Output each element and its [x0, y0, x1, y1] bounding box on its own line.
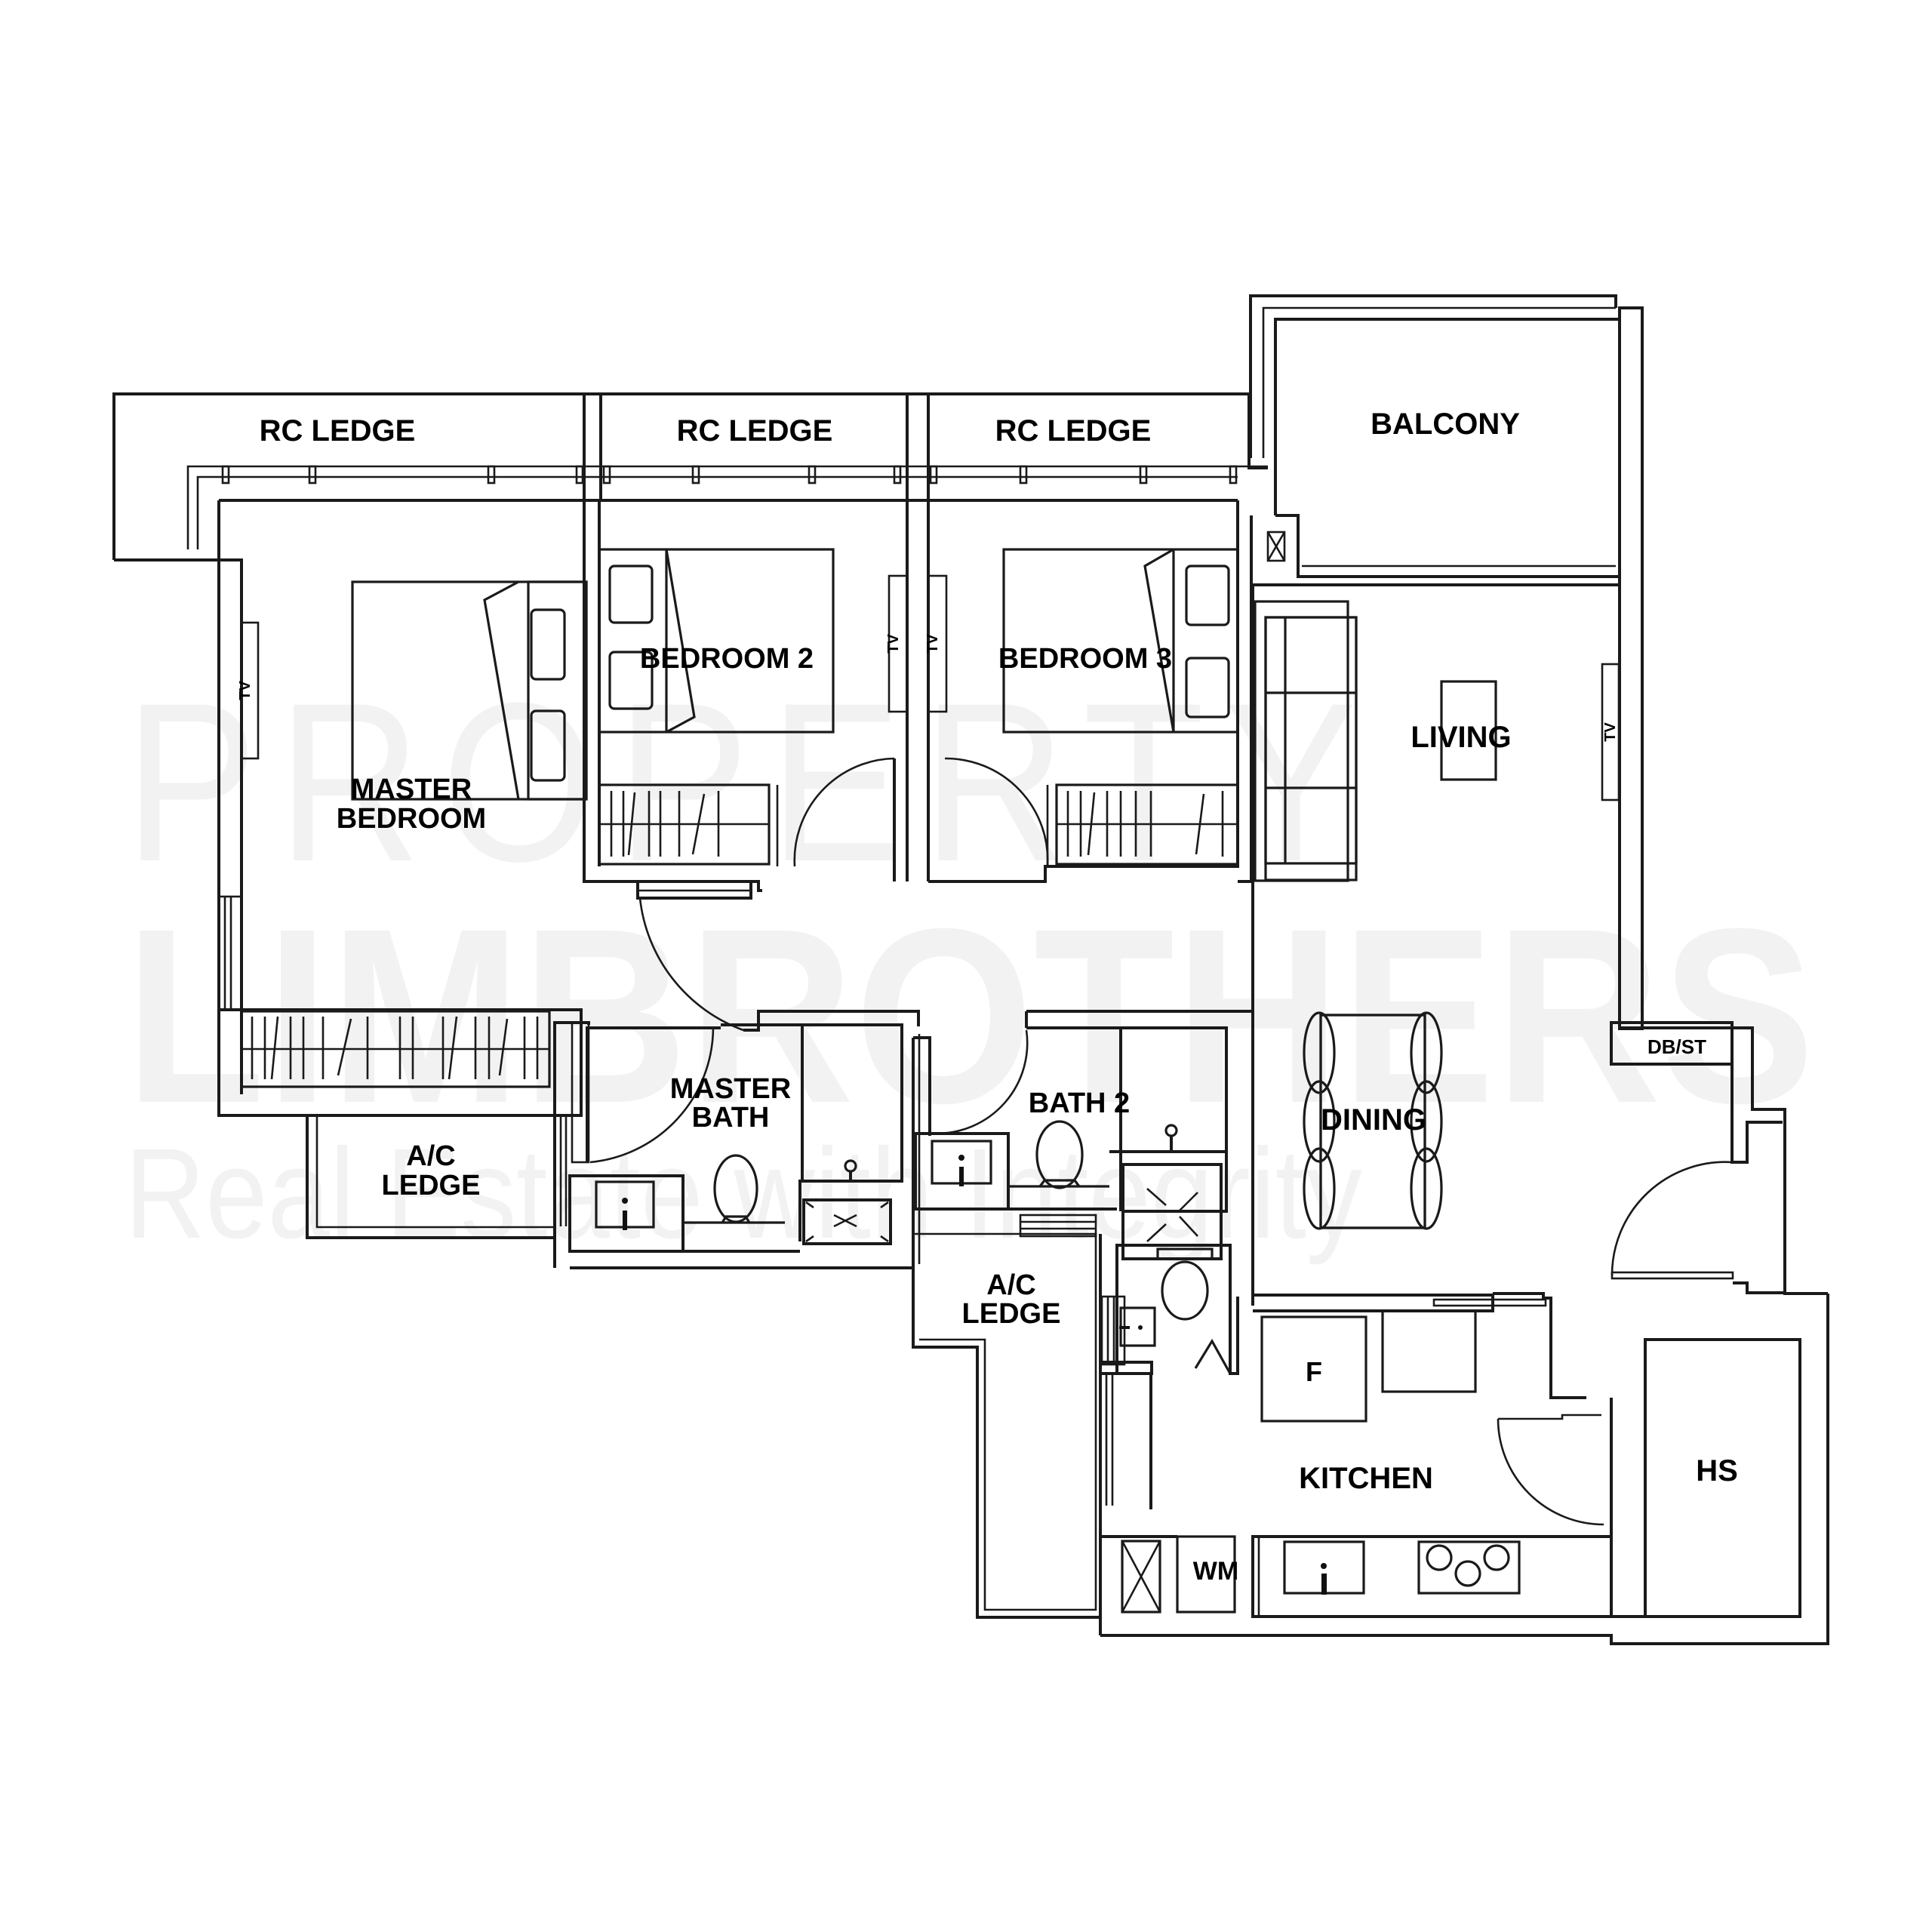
- tv-label-bedroom-3: TV: [924, 634, 941, 654]
- room-label-rc-ledge-3: RC LEDGE: [995, 414, 1152, 448]
- bedroom-3: [927, 500, 1253, 883]
- room-label-rc-ledge-2: RC LEDGE: [677, 414, 833, 448]
- room-label-ac-ledge-1b: LEDGE: [382, 1170, 481, 1201]
- corridor: [636, 881, 920, 1032]
- room-label-bath-2: BATH 2: [1029, 1088, 1130, 1119]
- room-label-bedroom-2: BEDROOM 2: [640, 643, 814, 675]
- tv-label-bedroom-2: TV: [885, 634, 902, 654]
- entrance-area: [1610, 1010, 1828, 1295]
- room-label-master-bath-1: MASTER: [670, 1073, 791, 1105]
- room-label-master-bedroom-1: MASTER: [351, 774, 472, 805]
- master-bath: [553, 1021, 921, 1269]
- room-label-db-st: DB/ST: [1647, 1035, 1706, 1058]
- room-label-rc-ledge-1: RC LEDGE: [260, 414, 416, 448]
- tv-label-master: TV: [237, 681, 254, 700]
- fixture-label-fridge: F: [1306, 1356, 1322, 1387]
- room-label-master-bedroom-2: BEDROOM: [337, 803, 486, 835]
- ac-ledge-2: [912, 1232, 1102, 1635]
- watermark: PROPERTY LIMBROTHERS Real Estate with In…: [125, 655, 1815, 1266]
- room-label-living: LIVING: [1411, 721, 1511, 754]
- room-label-bedroom-3: BEDROOM 3: [998, 643, 1172, 675]
- bedroom-2: [583, 500, 909, 892]
- room-label-hs: HS: [1696, 1454, 1738, 1487]
- room-label-balcony: BALCONY: [1371, 408, 1520, 441]
- fixture-label-washing-machine: WM: [1193, 1557, 1238, 1586]
- room-label-master-bath-2: BATH: [692, 1102, 770, 1134]
- master-bedroom: [217, 560, 588, 1117]
- tv-label-living: TV: [1602, 722, 1619, 742]
- watermark-line-1: PROPERTY: [125, 655, 1377, 909]
- room-label-kitchen: KITCHEN: [1299, 1462, 1433, 1495]
- dining: [1303, 1011, 1443, 1230]
- room-label-ac-ledge-1a: A/C: [406, 1140, 455, 1172]
- room-label-dining: DINING: [1321, 1103, 1426, 1137]
- watermark-tagline: Real Estate with Integrity: [125, 1122, 1362, 1266]
- yard-wc: [1099, 1244, 1239, 1509]
- room-label-ac-ledge-2b: LEDGE: [962, 1298, 1061, 1330]
- kitchen: [1100, 1292, 1829, 1645]
- watermark-line-2: LIMBROTHERS: [125, 876, 1815, 1155]
- household-shelter: [1610, 1338, 1801, 1618]
- living: [1251, 585, 1620, 1306]
- room-label-ac-ledge-2a: A/C: [986, 1269, 1035, 1301]
